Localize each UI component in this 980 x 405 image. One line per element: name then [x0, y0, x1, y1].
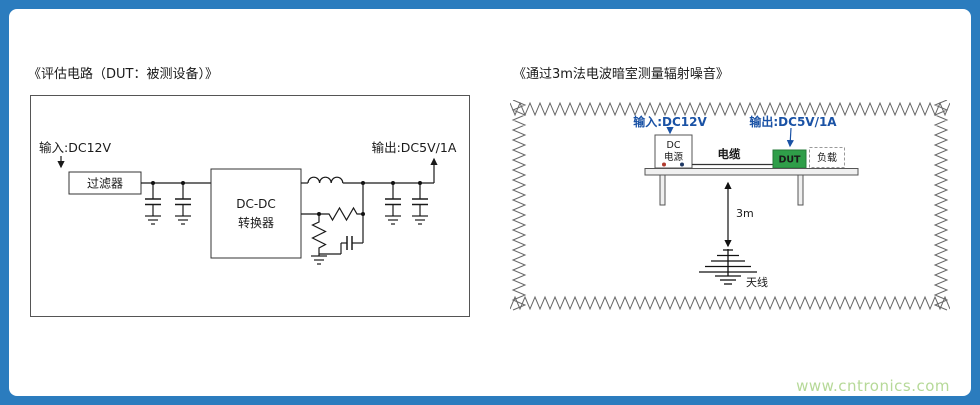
load-label: 负载 — [817, 151, 837, 164]
distance-label: 3m — [736, 207, 754, 220]
antenna-icon — [699, 249, 757, 285]
watermark: www.cntronics.com — [796, 377, 950, 395]
dc-source-label-line2: 电源 — [664, 151, 684, 163]
converter-box: DC-DC 转换器 — [210, 168, 302, 259]
chamber-output-label: 输出:DC5V/1A — [749, 114, 837, 129]
converter-label-line1: DC-DC — [236, 197, 276, 211]
evaluation-circuit-box: 输入:DC12V 过滤器 DC-DC 转换器 — [30, 95, 470, 317]
output-pointer-arrow-icon — [786, 127, 794, 148]
resistor-icon — [311, 214, 327, 256]
table — [644, 168, 859, 206]
junction-dot — [151, 181, 155, 185]
dut-box: DUT — [772, 149, 807, 169]
chamber-walls — [509, 99, 951, 311]
chamber-wall-right — [933, 99, 949, 311]
output-wire — [301, 176, 434, 184]
table-top — [644, 168, 859, 176]
terminal-negative-icon — [680, 162, 684, 167]
chamber-wall-top — [509, 101, 951, 117]
table-leg — [797, 174, 804, 206]
capacitor-icon — [174, 182, 192, 225]
junction-dot — [391, 181, 395, 185]
filter-label: 过滤器 — [87, 177, 123, 191]
inductor-icon — [307, 176, 344, 184]
filter-box: 过滤器 — [68, 171, 142, 195]
chamber-wall-bottom — [509, 295, 951, 311]
anechoic-chamber-box: 输入:DC12V 输出:DC5V/1A DC 电源 电缆 DUT 负载 — [509, 99, 951, 312]
capacitor-icon — [411, 182, 429, 225]
junction-dot — [418, 181, 422, 185]
table-leg — [659, 174, 666, 206]
junction-dot — [181, 181, 185, 185]
chamber-wall-left — [511, 99, 527, 311]
chamber-svg: 输入:DC12V 输出:DC5V/1A DC 电源 电缆 DUT 负载 — [509, 99, 951, 311]
capacitor-icon — [144, 182, 162, 225]
resistor-icon — [319, 206, 363, 222]
circuit-output-label: 输出:DC5V/1A — [372, 140, 457, 155]
antenna-label: 天线 — [746, 275, 768, 289]
chamber-input-label: 输入:DC12V — [633, 114, 707, 129]
evaluation-circuit-svg: 输入:DC12V 过滤器 DC-DC 转换器 — [39, 140, 457, 265]
right-panel-title: 《通过3m法电波暗室测量辐射噪音》 — [513, 67, 729, 82]
cable-label: 电缆 — [718, 147, 741, 161]
circuit-input-label: 输入:DC12V — [39, 140, 111, 155]
capacitor-icon — [384, 182, 402, 225]
left-panel-title: 《评估电路（DUT：被测设备）》 — [28, 67, 218, 82]
terminal-positive-icon — [662, 162, 666, 167]
dc-source-box: DC 电源 — [654, 134, 693, 169]
junction-dot — [317, 212, 321, 216]
output-section: 输出:DC5V/1A — [372, 140, 457, 183]
input-section: 输入:DC12V — [39, 140, 111, 169]
feedback-network — [301, 183, 364, 265]
dut-label: DUT — [778, 155, 801, 166]
junction-dot — [361, 212, 365, 216]
converter-label-line2: 转换器 — [238, 215, 274, 230]
load-box: 负载 — [809, 147, 845, 168]
dc-source-label-line1: DC — [667, 140, 681, 151]
